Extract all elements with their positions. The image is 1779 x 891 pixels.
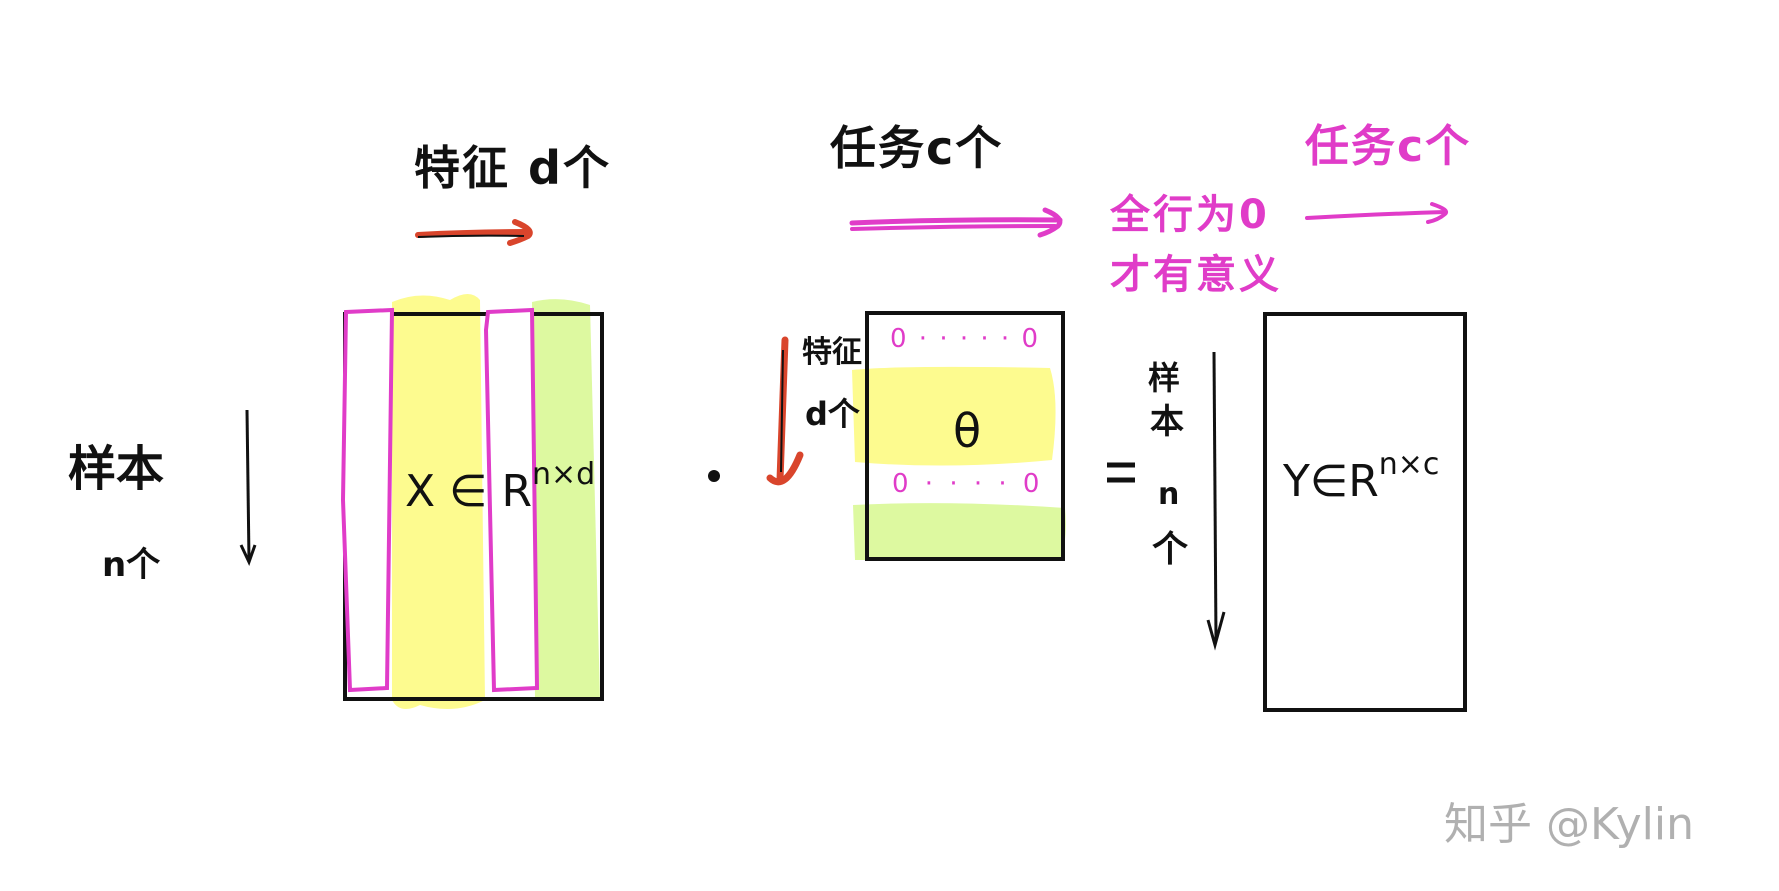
theta-symbol: θ xyxy=(953,404,982,458)
sample-direction-arrow-icon xyxy=(239,409,257,566)
y-sample-label-4: 个 xyxy=(1152,529,1189,570)
theta-zero-row-bottom: 0 · · · · 0 xyxy=(892,469,1044,499)
y-sample-label-3: n xyxy=(1158,477,1180,512)
theta-feature-label-1: 特征 xyxy=(802,335,862,370)
theta-zero-row-top: 0 · · · · · 0 xyxy=(890,324,1040,354)
y-sample-label-1: 样 xyxy=(1148,359,1181,397)
y-matrix-symbol-text: Y∈R xyxy=(1283,456,1379,507)
x-matrix-superscript: n×d xyxy=(532,457,596,492)
y-sample-label-2: 本 xyxy=(1150,402,1184,442)
y-matrix-box xyxy=(1263,312,1467,712)
theta-feature-label-2: d个 xyxy=(805,395,860,433)
watermark: 知乎 @Kylin xyxy=(1444,799,1695,850)
annotation-line-1: 全行为0 xyxy=(1110,192,1270,238)
y-sample-arrow-icon xyxy=(1206,351,1226,651)
y-task-label: 任务c个 xyxy=(1305,121,1472,172)
output-task-arrow-icon xyxy=(1305,202,1449,224)
x-matrix-symbol-text: X ∈ R xyxy=(405,466,533,517)
x-sample-label-1: 样本 xyxy=(68,441,165,497)
theta-matrix-box xyxy=(865,311,1065,561)
equals-sign-icon xyxy=(1107,462,1135,483)
x-feature-label: 特征 d个 xyxy=(414,141,611,195)
y-matrix-superscript: n×c xyxy=(1378,447,1440,482)
feature-direction-arrow-icon xyxy=(415,219,533,246)
theta-task-label: 任务c个 xyxy=(830,121,1004,175)
theta-green-row xyxy=(853,503,1066,560)
x-column-outline-1 xyxy=(340,307,395,693)
theta-yellow-row xyxy=(852,366,1056,466)
x-matrix-symbol: X ∈ Rn×d xyxy=(405,460,595,514)
x-column-outline-2 xyxy=(483,307,540,693)
annotation-line-2: 才有意义 xyxy=(1110,252,1282,298)
theta-feature-arrow-icon xyxy=(766,336,804,486)
x-sample-label-2: n个 xyxy=(102,545,161,585)
multiply-dot-icon xyxy=(708,470,720,482)
y-matrix-symbol: Y∈Rn×c xyxy=(1283,450,1439,504)
task-direction-arrow-icon xyxy=(849,207,1063,238)
x-matrix-highlights xyxy=(392,294,600,709)
